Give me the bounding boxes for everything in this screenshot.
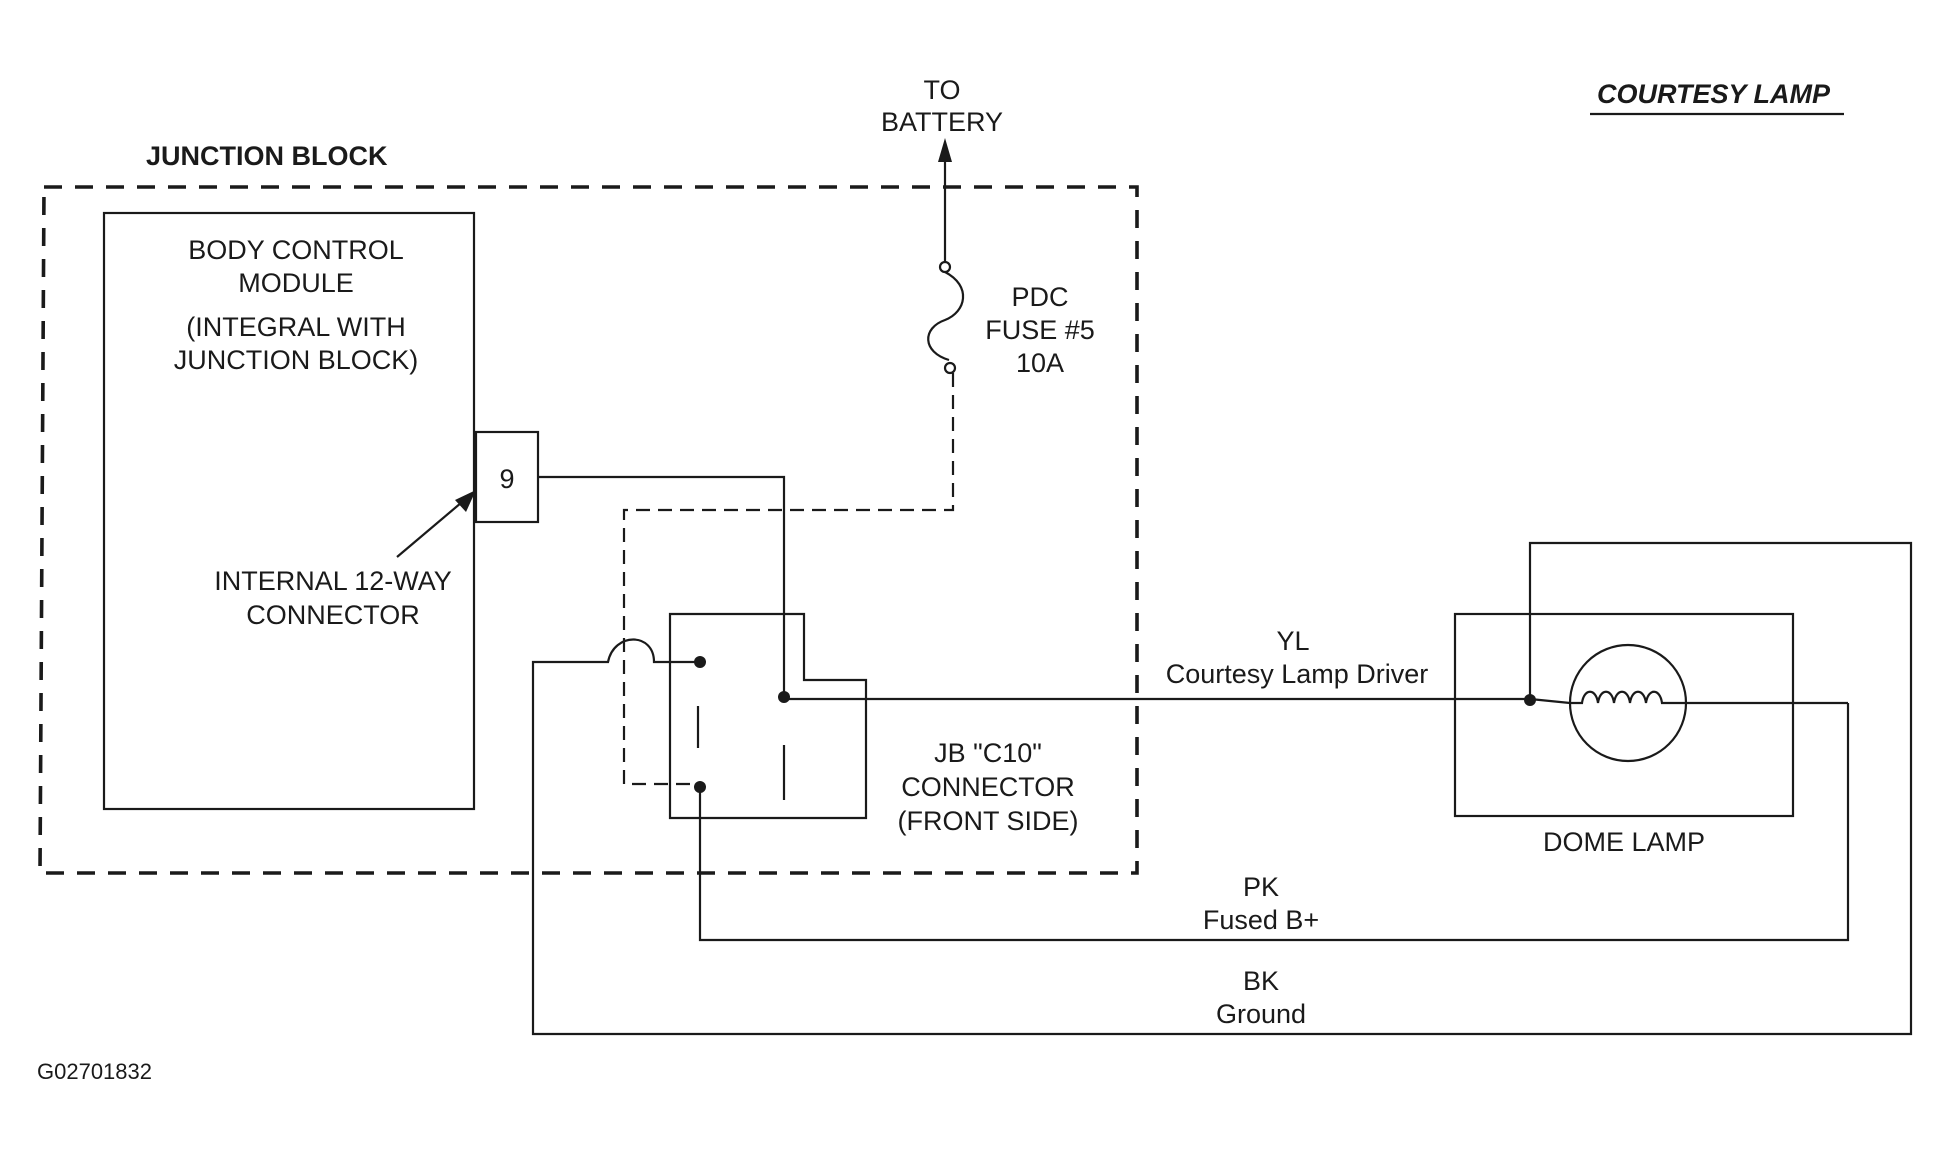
battery-label-line2: BATTERY	[881, 107, 1003, 137]
fuse-terminal-top	[938, 260, 952, 274]
jb-connector-label-line2: CONNECTOR	[901, 772, 1075, 802]
fuse-label-line3: 10A	[1016, 348, 1064, 378]
yl-wire-to-bulb	[1529, 697, 1571, 705]
bcm-label-line3: (INTEGRAL WITH	[186, 312, 406, 342]
fuse-terminal-bottom	[943, 361, 957, 375]
bcm-pin-label: 9	[499, 464, 514, 494]
internal-connector-label-line1: INTERNAL 12-WAY	[214, 566, 452, 596]
dome-lamp	[1453, 612, 1795, 818]
junction-block-label: JUNCTION BLOCK	[146, 141, 388, 171]
junction-block-boundary	[38, 185, 1139, 875]
connector-pointer-line	[396, 496, 469, 558]
connector-pointer-arrowhead	[455, 490, 476, 512]
pk-wire-color: PK	[1243, 872, 1279, 902]
lamp-filament-icon	[1570, 690, 1686, 705]
figure-id: G02701832	[37, 1059, 152, 1084]
bk-wire-name: Ground	[1216, 999, 1306, 1029]
battery-label-line1: TO	[923, 75, 960, 105]
body-control-module	[102, 211, 476, 811]
internal-connector-label-line2: CONNECTOR	[246, 600, 420, 630]
pk-wire-name: Fused B+	[1203, 905, 1319, 935]
yl-wire-name: Courtesy Lamp Driver	[1166, 659, 1429, 689]
bk-wire-color: BK	[1243, 966, 1279, 996]
jb-connector-label-line3: (FRONT SIDE)	[898, 806, 1079, 836]
jb-c10-connector	[668, 612, 868, 820]
diagram-title: COURTESY LAMP	[1597, 79, 1831, 109]
fused-internal-circuit	[622, 373, 955, 786]
bcm-label-line4: JUNCTION BLOCK)	[174, 345, 419, 375]
fuse-label-line2: FUSE #5	[985, 315, 1095, 345]
pk-wire	[698, 703, 1850, 942]
dome-lamp-label: DOME LAMP	[1543, 827, 1705, 857]
bk-wire	[531, 541, 1913, 1036]
bcm-label-line1: BODY CONTROL	[188, 235, 404, 265]
battery-arrow-icon	[938, 138, 952, 162]
yl-wire-color: YL	[1276, 626, 1309, 656]
pin9-wire	[538, 475, 786, 695]
fuse-element-icon	[927, 271, 965, 362]
fuse-label-line1: PDC	[1011, 282, 1068, 312]
bcm-label-line2: MODULE	[238, 268, 354, 298]
jb-connector-label-line1: JB "C10"	[934, 738, 1042, 768]
connector-terminal-driver	[778, 691, 790, 703]
